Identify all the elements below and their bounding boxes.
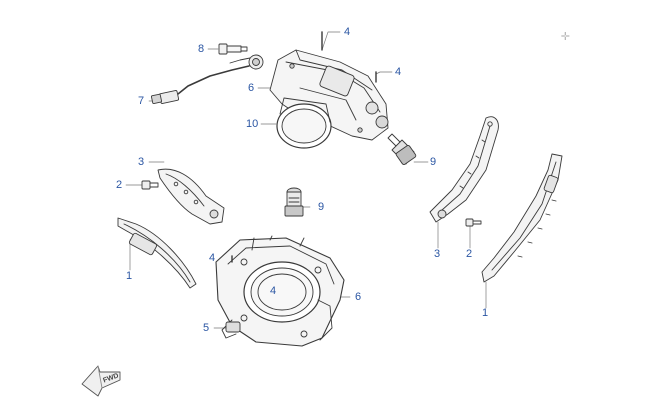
chain-guide-3-left — [157, 168, 225, 225]
cylinder-head-upper-6 — [269, 49, 389, 149]
studs-4-upper — [321, 31, 377, 83]
callout-9-lower[interactable]: 9 — [318, 201, 325, 213]
bolt-2-right — [465, 218, 482, 227]
callout-3-right[interactable]: 3 — [434, 248, 441, 260]
tensioner-9-upper — [387, 133, 417, 165]
callout-4-top[interactable]: 4 — [344, 26, 351, 38]
bolt-2-left — [141, 180, 159, 190]
callout-10[interactable]: 10 — [246, 118, 259, 130]
corner-cross-icon: ✛ — [560, 31, 570, 43]
chain-guide-3-right — [429, 116, 499, 223]
sensor-7 — [150, 54, 264, 105]
tensioner-9-lower — [284, 187, 304, 217]
callout-8[interactable]: 8 — [198, 43, 205, 55]
callout-1-right[interactable]: 1 — [482, 307, 489, 319]
callout-6-upper[interactable]: 6 — [248, 82, 255, 94]
callout-4-lower-left[interactable]: 4 — [209, 252, 216, 264]
callout-6-lower[interactable]: 6 — [355, 291, 362, 303]
cylinder-block-lower-6 — [215, 235, 345, 347]
callout-3-left[interactable]: 3 — [138, 156, 145, 168]
callout-4-right-top[interactable]: 4 — [395, 66, 402, 78]
callout-9-upper[interactable]: 9 — [430, 156, 437, 168]
sensor-bolt-8 — [218, 43, 248, 55]
callout-4-bore[interactable]: 4 — [270, 285, 277, 297]
callout-1-left[interactable]: 1 — [126, 270, 133, 282]
callout-2-right[interactable]: 2 — [466, 248, 473, 260]
fwd-arrow — [81, 365, 121, 397]
callout-5[interactable]: 5 — [203, 322, 210, 334]
callout-7[interactable]: 7 — [138, 95, 145, 107]
callout-2-left[interactable]: 2 — [116, 179, 123, 191]
chain-guide-1-right — [481, 153, 563, 283]
chain-guide-1-left — [117, 217, 197, 289]
